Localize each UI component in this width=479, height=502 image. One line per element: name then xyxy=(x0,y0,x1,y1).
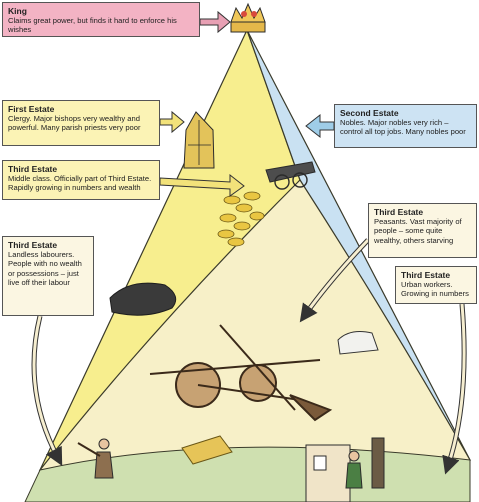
urban-worker-icon xyxy=(345,437,385,489)
coins-icon xyxy=(217,191,265,247)
third-estate-landless-box: Third Estate Landless labourers. People … xyxy=(2,236,94,316)
cannon-icon xyxy=(265,161,316,190)
first-estate-title: First Estate xyxy=(8,104,55,114)
landless-arrow-fill xyxy=(32,315,63,466)
townhouse-icon xyxy=(305,444,351,502)
second-estate-description: Nobles. Major nobles very rich – control… xyxy=(340,118,466,137)
urban-arrow-fill xyxy=(442,303,466,475)
first-estate-arrow xyxy=(159,110,185,134)
labourer-icon xyxy=(77,438,114,479)
third-estate-landless-description: Landless labourers. People with no wealt… xyxy=(8,250,82,287)
middle-class-arrow xyxy=(159,173,245,197)
stone-icon xyxy=(109,282,177,316)
crown-icon xyxy=(230,2,266,33)
peasants-arrow-fill xyxy=(299,238,370,323)
first-estate-description: Clergy. Major bishops very wealthy and p… xyxy=(8,114,141,133)
third-estate-peasants-box: Third Estate Peasants. Vast majority of … xyxy=(368,203,477,258)
pyramid-peasant-land xyxy=(38,179,472,471)
third-estate-landless-title: Third Estate xyxy=(8,240,58,250)
cow-icon xyxy=(337,331,379,355)
third-estate-urban-box: Third Estate Urban workers. Growing in n… xyxy=(395,266,477,304)
mitre-icon xyxy=(183,111,215,169)
third-estate-urban-title: Third Estate xyxy=(401,270,451,280)
king-label-box: King Claims great power, but finds it ha… xyxy=(2,2,200,37)
third-estate-peasants-title: Third Estate xyxy=(374,207,424,217)
second-estate-arrow xyxy=(305,113,335,139)
third-estate-middle-description: Middle class. Officially part of Third E… xyxy=(8,174,152,193)
third-estate-middle-title: Third Estate xyxy=(8,164,58,174)
king-description: Claims great power, but finds it hard to… xyxy=(8,16,177,35)
plough-icon xyxy=(149,324,333,422)
king-arrow xyxy=(199,10,231,34)
third-estate-middle-class-box: Third Estate Middle class. Officially pa… xyxy=(2,160,160,200)
third-estate-peasants-description: Peasants. Vast majority of people – some… xyxy=(374,217,462,245)
landless-arrow xyxy=(31,315,61,460)
third-estate-urban-description: Urban workers. Growing in numbers xyxy=(401,280,469,299)
hay-icon xyxy=(181,435,233,465)
second-estate-label-box: Second Estate Nobles. Major nobles very … xyxy=(334,104,477,148)
king-title: King xyxy=(8,6,27,16)
second-estate-title: Second Estate xyxy=(340,108,399,118)
first-estate-label-box: First Estate Clergy. Major bishops very … xyxy=(2,100,160,146)
